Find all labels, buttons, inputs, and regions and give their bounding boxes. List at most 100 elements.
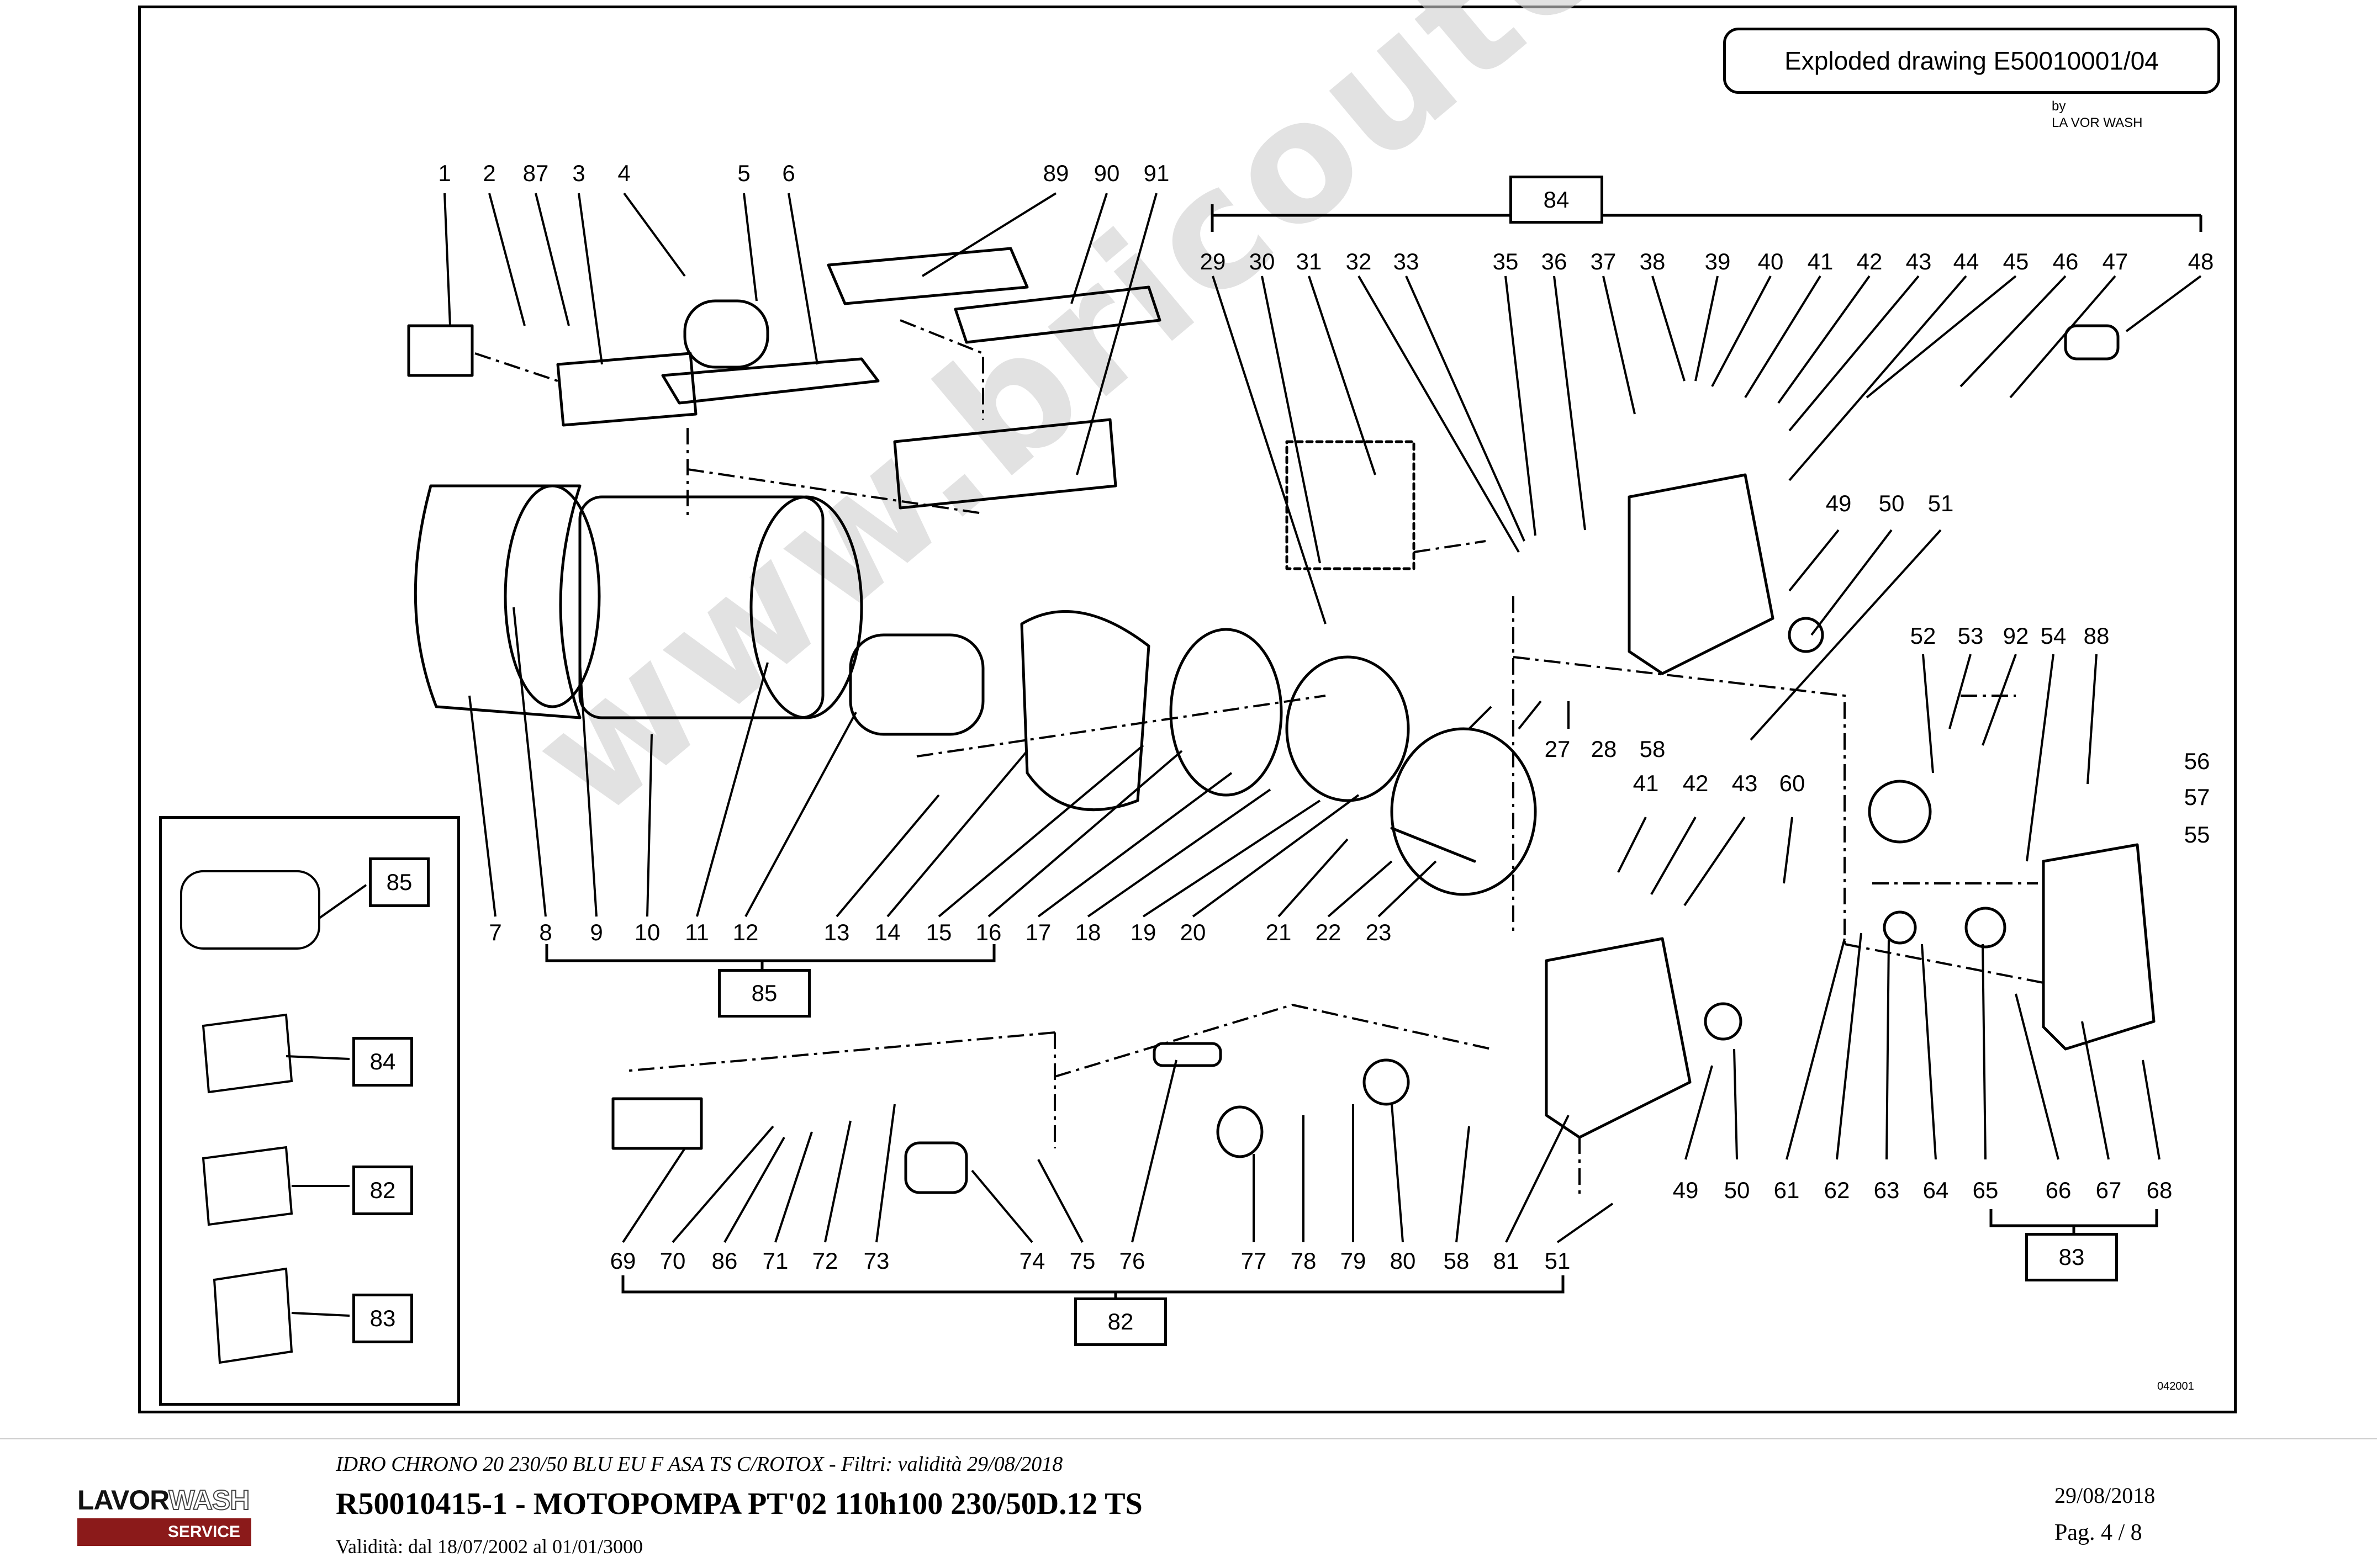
part-label: 72 [812,1248,838,1274]
inset-85-label: 85 [369,857,430,907]
logo-wordmark: LAVORWASH [77,1485,251,1516]
part-label: 87 [522,160,549,186]
part-81-manifold [1545,937,1692,1139]
part-label: 37 [1590,248,1617,274]
part-label: 2 [483,160,496,186]
part-6-gasket [661,357,880,405]
logo-lavor: LAVOR [77,1485,169,1516]
part-label: 73 [863,1248,890,1274]
part-65-seal [1964,907,2006,949]
part-label: 63 [1873,1177,1900,1203]
drawing-title: Exploded drawing E50010001/04 [1784,46,2159,75]
part-label: 41 [1633,770,1659,796]
part-74-plug [904,1141,968,1194]
part-label: 86 [711,1248,738,1274]
part-label: 29 [1200,248,1226,274]
part-63-ring [1883,910,1917,945]
part-label: 44 [1953,248,1979,274]
part-label: 19 [1130,919,1156,945]
part-label: 60 [1779,770,1805,796]
inset-84-label: 84 [352,1037,413,1087]
part-label: 40 [1757,248,1784,274]
validity-line: Validità: dal 18/07/2002 al 01/01/3000 [336,1535,643,1558]
part-label: 12 [732,919,759,945]
part-20-plate [1285,655,1410,802]
part-label: 45 [2003,248,2029,274]
part-label: 14 [874,919,901,945]
part-label: 41 [1807,248,1834,274]
part-label: 42 [1682,770,1709,796]
part-10-motor [578,495,825,719]
part-label: 43 [1731,770,1758,796]
part-label: 89 [1043,160,1069,186]
part-label: 57 [2184,784,2210,810]
part-label: 13 [823,919,850,945]
part-label: 27 [1544,736,1571,762]
company-name: LA VOR WASH [2052,115,2143,130]
part-17-plate [1169,628,1283,797]
part-label: 51 [1544,1248,1571,1274]
part-label: 10 [634,919,661,945]
part-label: 53 [1957,623,1984,649]
part-label: 11 [685,919,709,945]
inset-83-label: 83 [352,1294,413,1343]
print-date: 29/08/2018 [2054,1483,2156,1508]
part-label: 30 [1249,248,1275,274]
part-label: 91 [1143,160,1170,186]
part-label: 65 [1972,1177,1999,1203]
inset-block-83 [213,1267,293,1364]
part-label: 58 [1639,736,1666,762]
group-82-label: 82 [1074,1297,1167,1346]
part-48-fitting [2064,324,2120,361]
part-89-cover [827,247,1029,305]
part-5-capacitor [683,299,769,369]
model-line: IDRO CHRONO 20 230/50 BLU EU F ASA TS C/… [336,1453,1063,1476]
part-label: 64 [1922,1177,1949,1203]
part-label: 49 [1825,490,1852,516]
part-76-valve [1153,1042,1222,1067]
part-label: 33 [1393,248,1419,274]
part-label: 56 [2184,748,2210,774]
part-3-box [556,352,698,427]
part-31-ass [1285,440,1415,570]
part-90-lid [954,285,1161,344]
part-77-plug [1216,1105,1264,1158]
part-label: 77 [1240,1248,1267,1274]
part-label: 36 [1541,248,1567,274]
part-label: 69 [610,1248,636,1274]
part-label: 8 [539,919,552,945]
part-label: 28 [1591,736,1617,762]
part-1-switch [407,324,474,377]
drawing-code: 042001 [2157,1380,2194,1392]
part-label: 71 [762,1248,789,1274]
part-14-flange [1020,610,1150,812]
part-label: 18 [1075,919,1101,945]
part-69-switch [611,1097,703,1150]
part-label: 54 [2040,623,2067,649]
inset-82-label: 82 [352,1166,413,1215]
part-label: 74 [1019,1248,1045,1274]
part-label: 9 [590,919,603,945]
part-label: 70 [659,1248,686,1274]
part-label: 21 [1265,919,1292,945]
part-67-block [2042,843,2156,1051]
group-84-label: 84 [1509,176,1603,224]
part-label: 31 [1296,248,1322,274]
lavorwash-logo: LAVORWASH SERVICE [77,1485,251,1546]
part-80-cap [1362,1058,1410,1106]
logo-wash: WASH [168,1485,250,1516]
part-label: 78 [1290,1248,1317,1274]
assembly-inset: 85 84 82 83 [159,816,460,1406]
part-91-box [893,418,1117,510]
part-label: 80 [1390,1248,1416,1274]
part-label: 46 [2052,248,2079,274]
part-label: 52 [1910,623,1936,649]
part-12-shaft [849,633,985,736]
drawing-frame [138,6,2237,1413]
logo-service-bar: SERVICE [77,1518,251,1546]
logo-service: SERVICE [167,1523,240,1541]
part-label: 81 [1493,1248,1519,1274]
part-label: 3 [572,160,585,186]
part-label: 20 [1180,919,1206,945]
footer-divider [0,1438,2377,1439]
